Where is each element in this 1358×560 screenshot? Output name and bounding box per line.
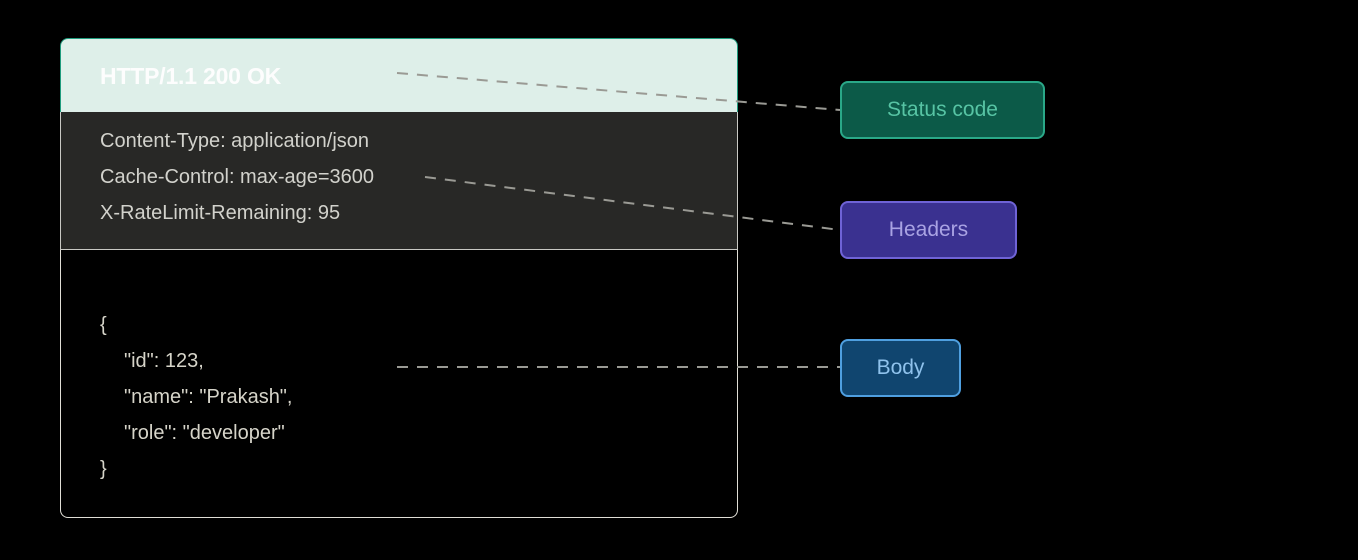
- body-line-close-brace: }: [100, 458, 107, 480]
- annotation-status-code[interactable]: Status code: [840, 81, 1045, 139]
- body-line-name: "name": "Prakash",: [124, 386, 293, 408]
- annotation-body[interactable]: Body: [840, 339, 961, 397]
- annotation-headers[interactable]: Headers: [840, 201, 1017, 259]
- header-line-ratelimit-remaining: X-RateLimit-Remaining: 95: [100, 202, 341, 224]
- body-line-open-brace: {: [100, 314, 107, 336]
- headers-section: Content-Type: application/json Cache-Con…: [60, 112, 738, 250]
- body-line-role: "role": "developer": [124, 422, 285, 444]
- http-response-card: HTTP/1.1 200 OK Content-Type: applicatio…: [60, 38, 738, 518]
- status-line-text: HTTP/1.1 200 OK: [100, 63, 282, 89]
- status-line-section: HTTP/1.1 200 OK: [60, 38, 738, 112]
- header-line-cache-control: Cache-Control: max-age=3600: [100, 166, 375, 188]
- body-line-id: "id": 123,: [124, 350, 204, 372]
- header-line-content-type: Content-Type: application/json: [100, 130, 370, 152]
- body-section: { "id": 123, "name": "Prakash", "role": …: [60, 250, 738, 518]
